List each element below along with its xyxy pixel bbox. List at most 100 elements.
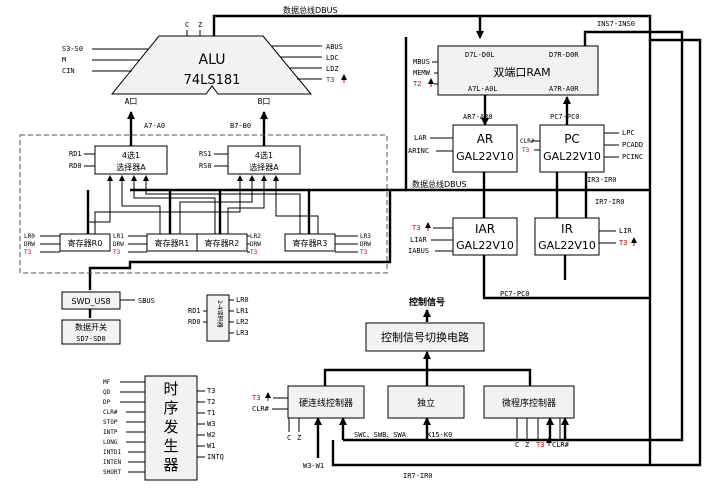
r2-mux-a-line	[131, 175, 216, 234]
register-r1: 寄存器R1 LR1 DRW T3	[113, 233, 198, 256]
ir-bus-b-label: IR7-IR0	[595, 198, 625, 206]
ir-bus-a-label: IR3-IR0	[587, 176, 617, 184]
ram-block	[437, 45, 599, 96]
timing-pin-intq: INTQ	[207, 453, 224, 461]
pc-pin-clr: CLR#	[520, 138, 535, 145]
timing-pin-dp: DP	[103, 399, 111, 406]
ctrl-switch-block	[365, 322, 485, 352]
mux-b-pin-rs1: RS1	[199, 150, 212, 158]
alu-pin-s: S3-S0	[62, 45, 83, 53]
pc-name: PC	[564, 132, 580, 146]
alu-pin-cin: CIN	[62, 67, 75, 75]
timing-pin-w2: W2	[207, 431, 215, 439]
ar-name: AR	[477, 132, 494, 146]
register-r2-pin-drw: DRW	[250, 241, 261, 248]
iar-block	[452, 217, 518, 256]
alu-chip: 74LS181	[184, 73, 241, 88]
iar-pin-t3: T3	[412, 224, 420, 232]
micro-pin-t3: T3	[536, 441, 544, 449]
ram-pin-mbus: MBUS	[413, 58, 430, 66]
swd-bus-line	[88, 190, 392, 290]
register-r0-pin-t3: T3	[24, 249, 32, 256]
alu-top-pin-z: Z	[198, 21, 202, 29]
decoder-in-rd0: RD0	[188, 318, 201, 326]
switch-line1: 数据开关	[75, 322, 107, 332]
switch-block	[61, 319, 121, 345]
dbus-top-label: 数据总线DBUS	[283, 5, 338, 15]
timing-pin-short: SHORT	[103, 469, 121, 476]
register-r2-pin-lr: LR2	[250, 233, 261, 240]
pc-chip: GAL22V10	[543, 150, 601, 163]
register-r2: 寄存器R2 LR2 DRW T3	[196, 233, 261, 256]
register-r0-name: 寄存器R0	[68, 238, 103, 248]
hardwired-pin-t3: T3	[252, 394, 260, 402]
mux-a-line2: 选择器A	[116, 162, 146, 172]
ar-chip: GAL22V10	[456, 150, 514, 163]
ir-pin-lir: LIR	[619, 227, 632, 235]
alu-port-b: B口	[258, 97, 271, 106]
swd-name: SWD_US8	[71, 297, 110, 306]
pc-pin-pcadd: PCADD	[622, 141, 643, 149]
micro-pin-c: C	[515, 441, 519, 449]
ram-left-bottom: A7L-A0L	[468, 85, 498, 93]
alu-block	[110, 35, 313, 95]
ir-bottom-bus-line	[331, 440, 650, 467]
register-r0-pin-lr: LR0	[24, 233, 35, 240]
mux-b-block	[227, 145, 301, 175]
timing-pin-w3: W3	[207, 420, 215, 428]
r0-mux-a-line	[87, 175, 113, 234]
hardwired-name: 硬连线控制器	[299, 397, 353, 409]
mux-a-pin-rd1: RD1	[69, 150, 82, 158]
ar-block	[452, 124, 518, 173]
register-r3-pin-t3: T3	[360, 249, 368, 256]
pc-pin-t3: T3	[522, 147, 530, 154]
register-r2-name: 寄存器R2	[205, 238, 240, 248]
alu-pin-t3: T3	[326, 76, 334, 84]
alu-bus-a: A7-A0	[144, 122, 165, 130]
bus-k-label: K15-K0	[427, 431, 452, 439]
iar-pin-liar: LIAR	[410, 236, 428, 244]
mux-b-line1: 4选1	[255, 150, 273, 160]
r3-mux-b-line	[273, 175, 319, 234]
ir-name: IR	[561, 222, 573, 236]
micro-pin-z: Z	[525, 441, 529, 449]
decoder-out-lr3: LR3	[236, 329, 249, 337]
micro-block	[483, 385, 575, 419]
pc-bottom-bus-line	[482, 255, 650, 300]
hardwired-block	[287, 385, 365, 419]
timing-pin-inten: INTEN	[103, 459, 121, 466]
ir-pin-t3: T3	[619, 239, 627, 247]
timing-title-4: 器	[163, 456, 178, 474]
timing-title-3: 生	[163, 437, 178, 455]
r1-mux-b-line	[179, 175, 255, 234]
ram-name: 双端口RAM	[493, 66, 550, 79]
register-r3: 寄存器R3 LR3 DRW T3	[284, 233, 371, 256]
bus-swc-label: SWC、SWB、SWA	[354, 431, 407, 439]
register-r3-pin-lr: LR3	[360, 233, 371, 240]
decoder-name: 2-4译码器	[216, 300, 224, 328]
timing-pin-w1: W1	[207, 442, 215, 450]
register-r3-pin-drw: DRW	[360, 241, 371, 248]
timing-pin-clr: CLR#	[103, 409, 118, 416]
timing-pin-t2: T2	[207, 398, 215, 406]
ctrl-switch-name: 控制信号切换电路	[381, 330, 469, 344]
decoder-block	[206, 294, 230, 342]
mux-a-block	[94, 145, 168, 175]
register-r3-name: 寄存器R3	[293, 238, 328, 248]
register-r1-pin-lr: LR1	[113, 233, 124, 240]
ins-bus-label: INS7-INS0	[597, 20, 635, 28]
ir-chip: GAL22V10	[538, 239, 596, 252]
mux-a-line1: 4选1	[122, 150, 140, 160]
timing-pin-intdi: INTDI	[103, 449, 121, 456]
ar-pin-arinc: ARINC	[408, 147, 429, 155]
timing-pin-long: LONG	[103, 439, 118, 446]
register-area-border	[19, 134, 388, 274]
ram-pin-memw: MEMW	[413, 69, 431, 77]
pc-bus-top: PC7-PC0	[550, 113, 580, 121]
decoder-out-lr2: LR2	[236, 318, 249, 326]
register-r0-pin-drw: DRW	[24, 241, 35, 248]
timing-title-1: 序	[163, 399, 178, 417]
pc-pin-lpc: LPC	[622, 129, 635, 137]
alu-port-a: A口	[125, 97, 138, 106]
